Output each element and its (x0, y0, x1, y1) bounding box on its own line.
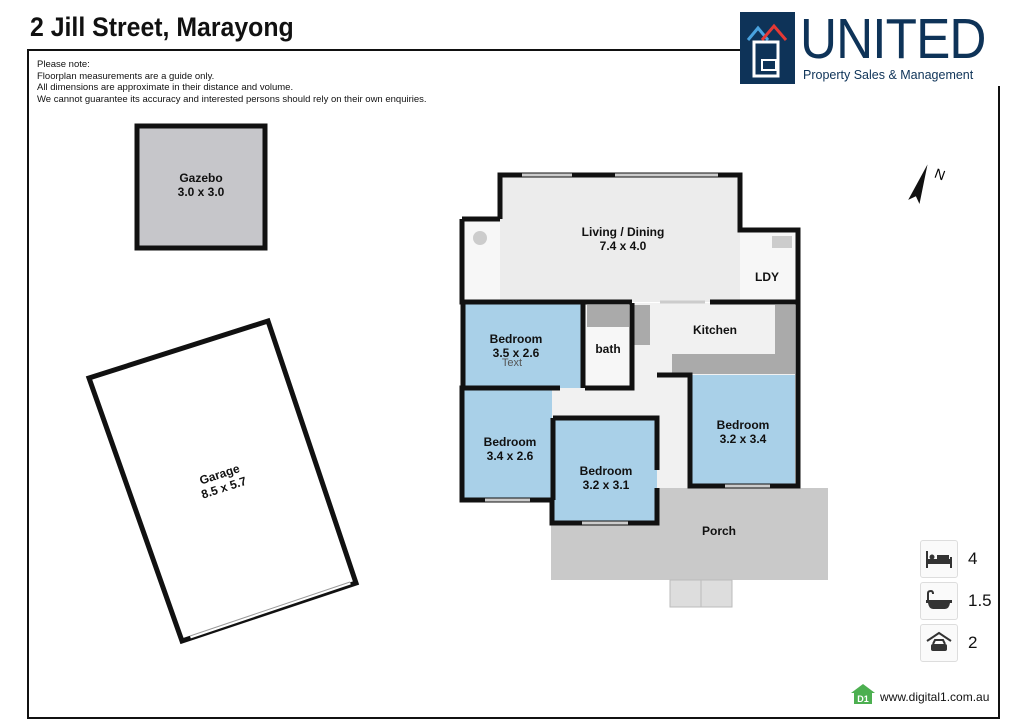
bedroom-3-size: 3.2 x 3.1 (583, 478, 630, 492)
parking-count: 2 (968, 633, 978, 652)
bedroom-2-size: 3.4 x 2.6 (487, 449, 534, 463)
north-arrow-icon: N (908, 164, 947, 204)
bed-icon (920, 540, 958, 578)
bath-label: bath (595, 342, 620, 356)
kitchen-bench (672, 354, 795, 374)
bedroom-1-label: Bedroom (490, 332, 543, 346)
bedroom-2-area (462, 390, 552, 500)
bedroom-1-area (463, 303, 583, 388)
plan-frame (27, 49, 1000, 719)
bedroom-4-label: Bedroom (717, 418, 770, 432)
bedroom-4-area (690, 375, 795, 486)
bathroom-count: 1.5 (968, 591, 992, 610)
bedroom-1-text: Text (502, 357, 522, 369)
windows (485, 173, 770, 525)
kitchen-label: Kitchen (693, 323, 737, 337)
website-link[interactable]: www.digital1.com.au (880, 690, 990, 704)
bedroom-1-size: 3.5 x 2.6 (493, 346, 540, 360)
bedroom-3-label: Bedroom (580, 464, 633, 478)
living-size: 7.4 x 4.0 (600, 239, 647, 253)
gazebo-label: Gazebo (179, 171, 222, 185)
note-line: Please note: (37, 59, 90, 70)
gazebo-area (134, 123, 268, 251)
logo-wordmark: UNITED (800, 7, 986, 71)
bedroom-2-label: Bedroom (484, 435, 537, 449)
gazebo-size: 3.0 x 3.0 (178, 185, 225, 199)
bedroom-4-size: 3.2 x 3.4 (720, 432, 767, 446)
note-line: We cannot guarantee its accuracy and int… (37, 93, 427, 105)
page-title: 2 Jill Street, Marayong (30, 12, 294, 42)
united-logo: UNITED Property Sales & Management (740, 7, 1002, 86)
d1-badge: D1 (857, 694, 869, 704)
bathtub-icon (920, 582, 958, 620)
disclaimer-notes: Please note: Floorplan measurements are … (37, 59, 427, 105)
garage-car-icon (920, 624, 958, 662)
digital1-logo: D1 (851, 684, 875, 704)
svg-text:N: N (932, 165, 947, 183)
logo-tagline: Property Sales & Management (803, 68, 974, 82)
porch-label: Porch (702, 524, 736, 538)
garage-area (85, 317, 360, 645)
note-line: Floorplan measurements are a guide only. (37, 70, 215, 82)
laundry-label: LDY (755, 270, 779, 284)
note-line: All dimensions are approximate in their … (37, 82, 294, 93)
bedroom-count: 4 (968, 549, 978, 568)
logo-house-icon (740, 12, 795, 84)
living-area (500, 175, 740, 302)
living-label: Living / Dining (582, 225, 665, 239)
bedroom-3-area (553, 418, 657, 523)
